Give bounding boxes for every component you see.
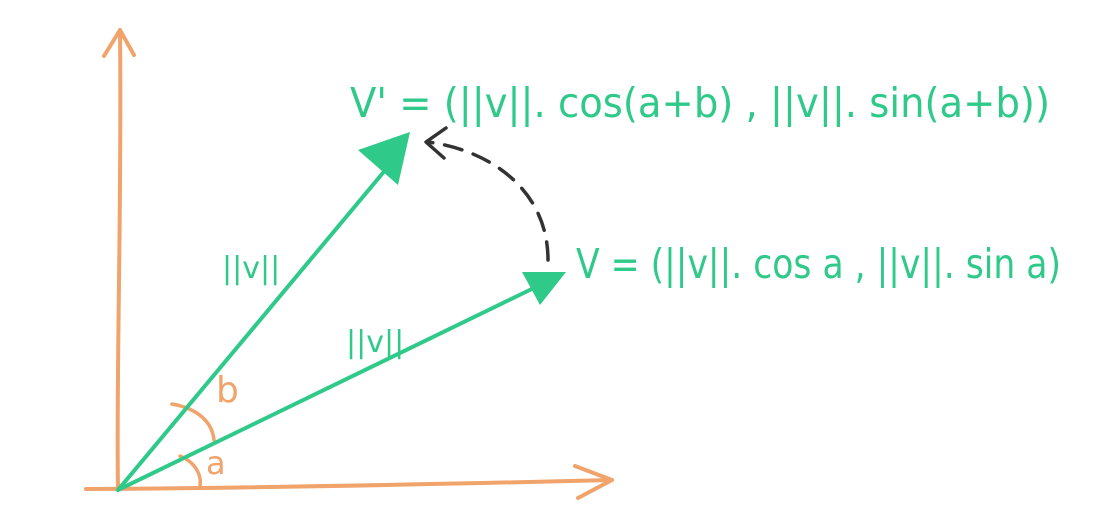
vector-v-shaft	[116, 283, 542, 492]
rotation-arrowhead	[424, 126, 448, 160]
angle-b-arc	[170, 402, 216, 442]
vector-v-prime-arrowhead	[358, 132, 410, 185]
x-axis-arrowhead	[573, 464, 614, 500]
angle-b-label: b	[216, 370, 239, 411]
y-axis-arrowhead	[102, 28, 136, 58]
vector-length-label: ||v||	[346, 325, 404, 360]
axes	[84, 28, 614, 500]
x-axis	[84, 478, 614, 491]
vector-v-prime-shaft	[116, 160, 394, 492]
vectors	[116, 160, 542, 492]
angle-a-label: a	[206, 444, 226, 482]
vector-formula: V = (||v||. cos a , ||v||. sin a)	[576, 240, 1061, 288]
rotated-vector-length-label: ||v||	[222, 251, 280, 286]
rotation-dashed-arrow	[426, 140, 550, 262]
vector-v-arrowhead	[522, 272, 566, 305]
rotated-vector-formula: V' = (||v||. cos(a+b) , ||v||. sin(a+b))	[350, 79, 1050, 127]
y-axis	[115, 28, 123, 490]
